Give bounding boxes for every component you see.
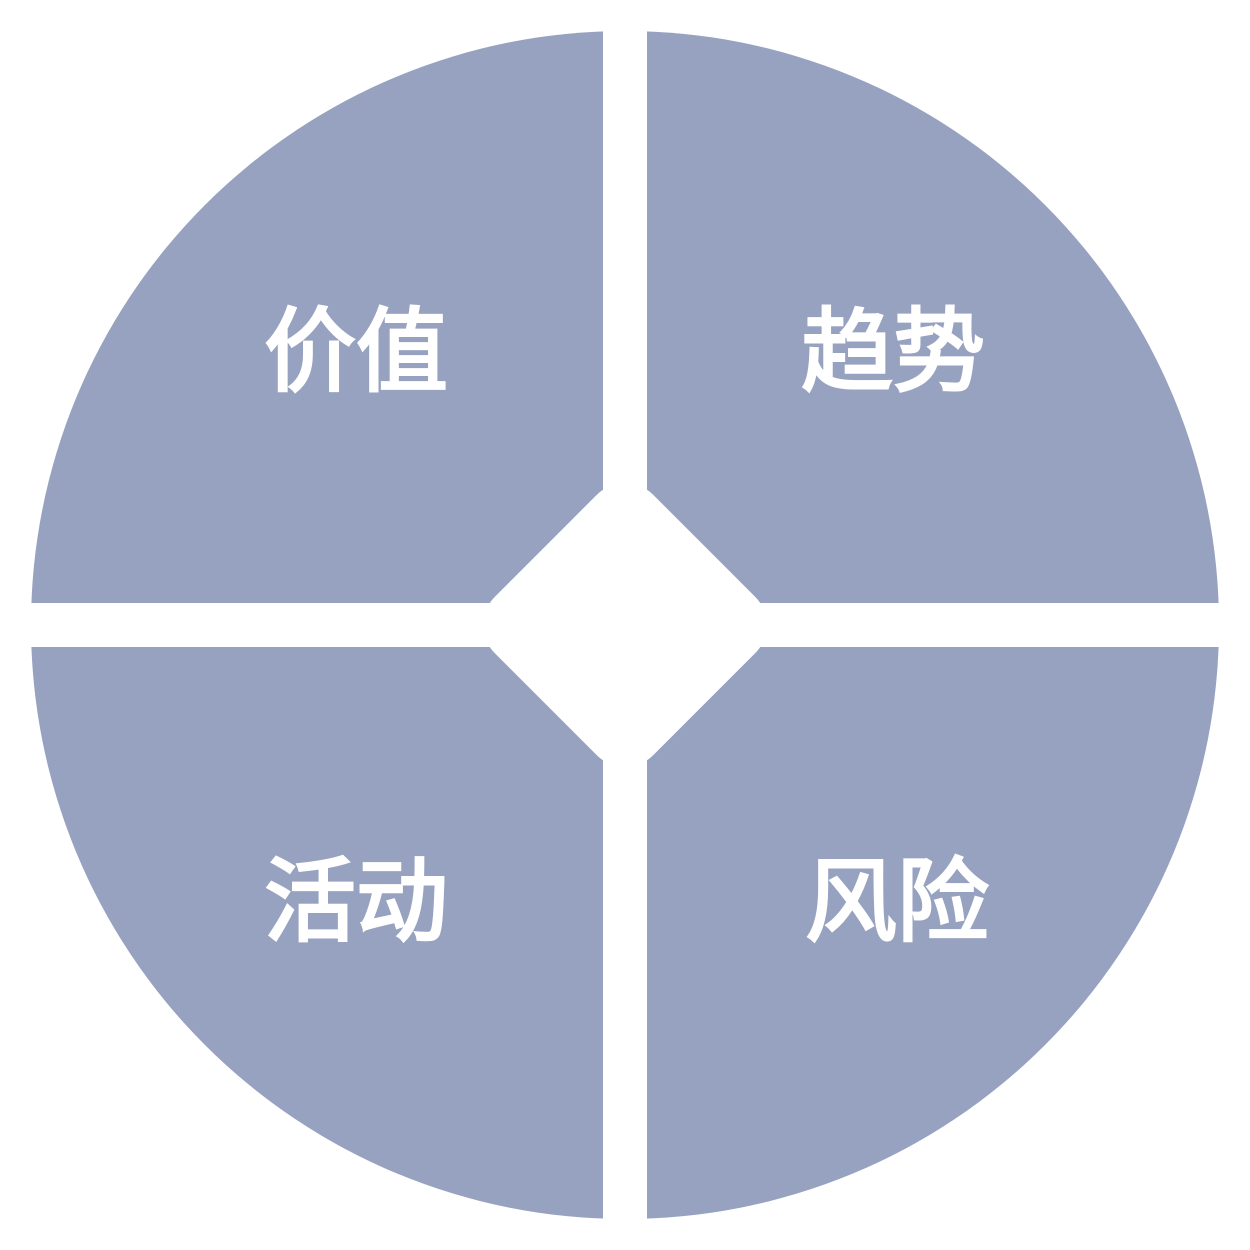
quadrant-label-bottom-left: 活动 xyxy=(264,849,448,956)
quadrant-label-top-left: 价值 xyxy=(264,299,448,406)
quadrant-label-top-right: 趋势 xyxy=(801,299,985,406)
quadrant-label-bottom-right: 风险 xyxy=(805,849,990,956)
center-diamond xyxy=(483,483,767,767)
